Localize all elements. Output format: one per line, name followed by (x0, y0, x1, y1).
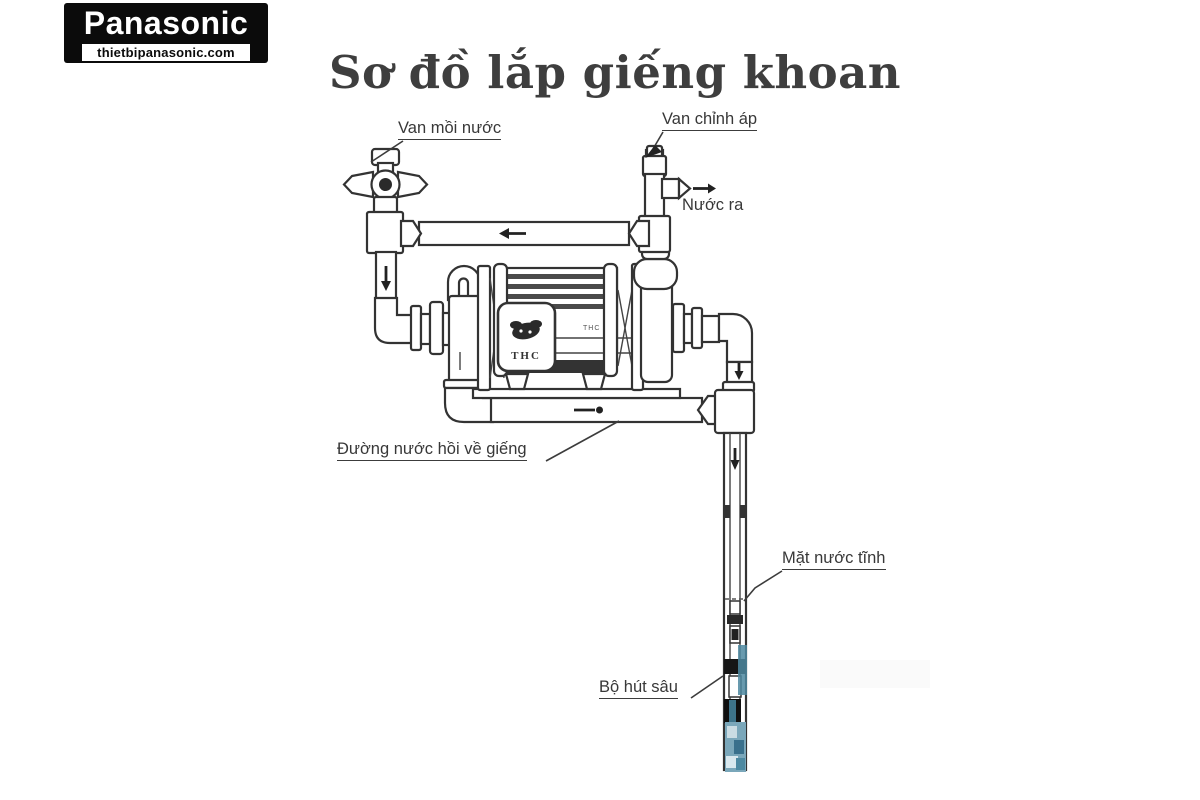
discharge-flange (671, 302, 686, 354)
label-water-out: Nước ra (682, 196, 744, 214)
pump-foot (581, 372, 607, 391)
deep-suction-device (724, 600, 747, 772)
pipe-coupling (740, 505, 746, 518)
valve-handle-right (396, 170, 429, 199)
return-pipe (489, 396, 704, 424)
pump: THC THC (476, 262, 645, 392)
label-static-water-level: Mặt nước tĩnh (782, 549, 886, 570)
label-pressure-valve: Van chỉnh áp (662, 110, 758, 131)
leader-lines (370, 131, 783, 699)
logo-website-text: thietbipanasonic.com (82, 44, 250, 61)
pump-brand: THC (511, 350, 541, 362)
left-down-pipe (373, 250, 452, 356)
well-tee (713, 388, 756, 435)
panasonic-logo: Panasonic thietbipanasonic.com (64, 3, 268, 63)
leader-deep-suction (690, 675, 724, 699)
pressure-valve-assembly (627, 144, 716, 254)
suction-manifold (442, 264, 495, 424)
pump-nameplate: THC (496, 301, 557, 373)
pump-foot (504, 372, 530, 391)
priming-tee (365, 210, 405, 255)
right-elbow (717, 312, 754, 364)
label-return-line: Đường nước hồi về giếng (337, 440, 527, 461)
water-out-arrow (708, 183, 716, 194)
page-title: Sơ đồ lắp giếng khoan (328, 46, 902, 99)
flow-arrow-down-well (730, 460, 740, 470)
motor-marking: THC (583, 325, 600, 332)
leader-priming-valve (370, 140, 404, 163)
logo-brand-text: Panasonic (83, 5, 249, 41)
flow-arrow-left (499, 228, 509, 239)
scan-artifact (820, 660, 930, 688)
flow-arrow-down-left (381, 281, 391, 291)
pipe-coupling (724, 505, 730, 518)
label-priming-valve: Van mồi nước (398, 119, 502, 140)
valve-handle-left (342, 170, 375, 199)
priming-valve-assembly (342, 147, 429, 255)
top-pipe (417, 220, 631, 247)
leader-return-line (545, 420, 620, 462)
label-deep-suction-kit: Bộ hút sâu (599, 678, 678, 699)
flow-arrow-right (596, 406, 603, 414)
pump-base (471, 387, 682, 400)
water-out-branch (660, 177, 681, 200)
flow-arrow-down-elbow (734, 371, 744, 380)
suction-flange (409, 304, 423, 352)
left-elbow (373, 296, 415, 345)
pump-logo-emblem (510, 320, 542, 340)
leader-static-water (743, 570, 783, 602)
